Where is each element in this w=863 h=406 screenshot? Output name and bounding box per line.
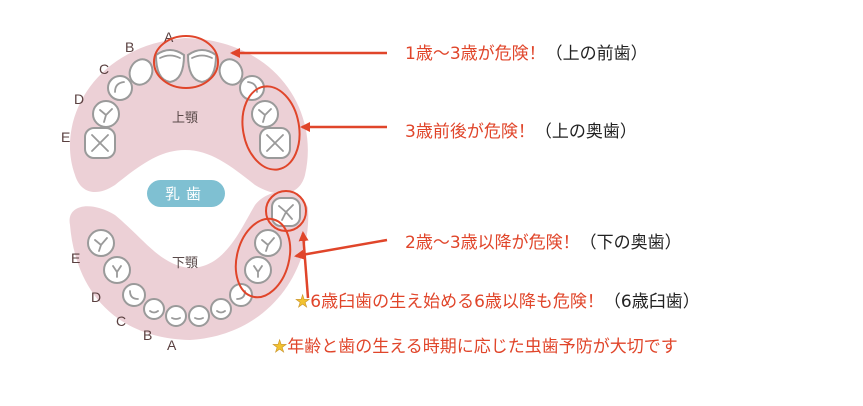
annotation-upper-front: 1歳〜3歳が危険！（上の前歯） bbox=[405, 44, 648, 64]
letter-lower-d: D bbox=[91, 289, 101, 305]
letter-upper-b: B bbox=[125, 39, 134, 55]
lower-jaw-label: 下顎 bbox=[172, 256, 198, 271]
arrow-lower-molars bbox=[294, 238, 388, 260]
tooth-note: （6歳臼歯） bbox=[603, 292, 700, 312]
star-icon: ★ bbox=[272, 337, 288, 358]
tooth-note: （下の奥歯） bbox=[579, 233, 682, 253]
risk-text: 年齢と歯の生える時期に応じた虫歯予防が大切です bbox=[287, 337, 678, 357]
letter-upper-a: A bbox=[164, 29, 174, 45]
letter-lower-a: A bbox=[167, 337, 177, 353]
ring-upper-front bbox=[153, 35, 219, 89]
letter-upper-d: D bbox=[74, 91, 84, 107]
letter-lower-c: C bbox=[116, 313, 126, 329]
letter-upper-c: C bbox=[99, 61, 109, 77]
ring-six-year-molar bbox=[265, 190, 307, 232]
arrow-six-year-molar bbox=[298, 231, 310, 299]
tooth-note: （上の奥歯） bbox=[534, 122, 637, 142]
star-icon: ★ bbox=[295, 292, 311, 313]
upper-teeth bbox=[84, 49, 291, 159]
annotation-six-year-molar: ★6歳臼歯の生え始める6歳以降も危険！（6歳臼歯） bbox=[295, 292, 700, 313]
letter-upper-e: E bbox=[61, 129, 70, 145]
risk-text: 3歳前後が危険！ bbox=[405, 122, 535, 142]
letter-lower-e: E bbox=[71, 250, 80, 266]
letter-lower-b: B bbox=[143, 327, 152, 343]
risk-text: 6歳臼歯の生え始める6歳以降も危険！ bbox=[310, 292, 604, 312]
lower-teeth bbox=[87, 197, 301, 327]
annotation-lower-molars: 2歳〜3歳以降が危険！（下の奥歯） bbox=[405, 233, 682, 253]
tooth-note: （上の前歯） bbox=[545, 44, 648, 64]
ring-upper-molars bbox=[241, 85, 301, 171]
risk-text: 2歳〜3歳以降が危険！ bbox=[405, 233, 580, 253]
badge-label: 乳歯 bbox=[165, 185, 207, 203]
annotation-prevention: ★年齢と歯の生える時期に応じた虫歯予防が大切です bbox=[272, 337, 678, 358]
primary-teeth-badge bbox=[147, 180, 225, 207]
risk-text: 1歳〜3歳が危険！ bbox=[405, 44, 546, 64]
ring-lower-molars bbox=[234, 217, 292, 299]
upper-jaw-label: 上顎 bbox=[172, 111, 198, 126]
annotation-upper-molars: 3歳前後が危険！（上の奥歯） bbox=[405, 122, 637, 142]
